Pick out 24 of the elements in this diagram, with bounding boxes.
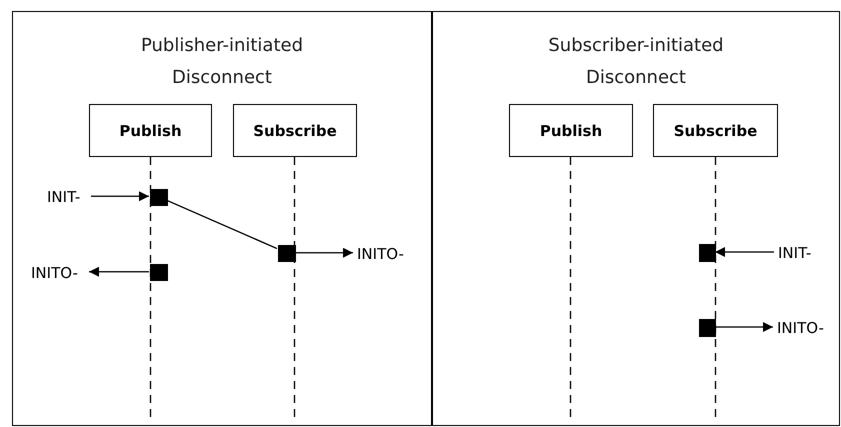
participant-box: Publish <box>509 104 633 157</box>
diagram-panel <box>12 11 432 426</box>
message-label: INIT- <box>47 187 89 207</box>
message-arrow <box>295 248 353 258</box>
participant-box: Publish <box>89 104 212 157</box>
participant-box: Subscribe <box>233 104 357 157</box>
participant-box: Subscribe <box>653 104 778 157</box>
activation-square <box>699 319 716 337</box>
message-label: INITO- <box>357 244 413 264</box>
activation-square <box>699 244 716 262</box>
message-arrow <box>89 266 149 277</box>
panel-title: Subscriber-initiated Disconnect <box>547 34 725 90</box>
activation-square <box>150 264 168 281</box>
activation-square <box>278 245 296 262</box>
message-label: INITO- <box>777 318 833 338</box>
activation-square <box>150 189 168 206</box>
panel-title: Publisher-initiated Disconnect <box>140 34 304 90</box>
message-arrow <box>715 322 773 332</box>
diagram-panel <box>432 11 840 426</box>
message-arrow <box>715 247 774 257</box>
message-label: INIT- <box>778 243 820 263</box>
message-line <box>166 200 278 250</box>
message-label: INITO- <box>31 263 87 283</box>
message-arrow <box>91 191 149 202</box>
